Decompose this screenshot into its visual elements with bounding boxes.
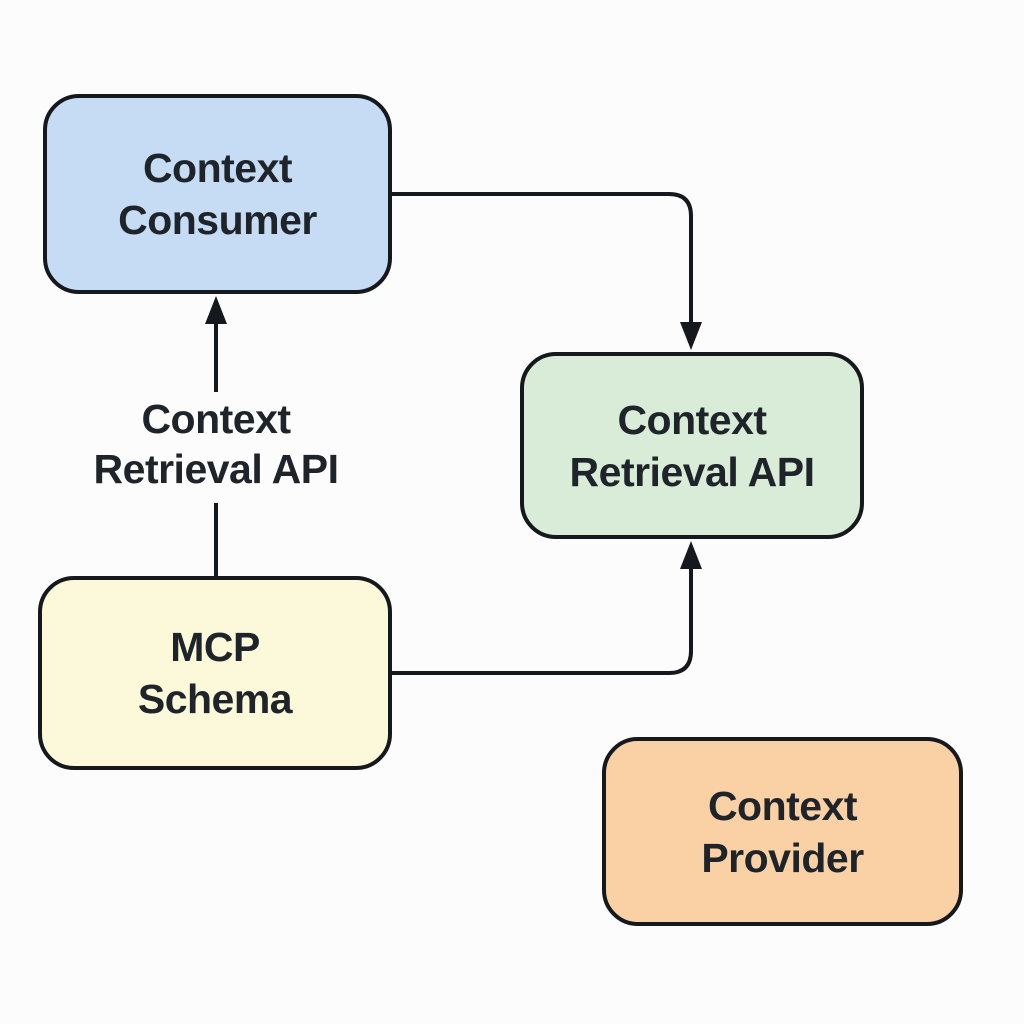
node-label-line: Provider [701,834,864,881]
arrow-consumer-to-retrieval-api [392,192,702,350]
node-label-line: Consumer [118,197,317,243]
node-context-consumer: Context Consumer [43,94,392,294]
arrow-mcp-schema-to-retrieval-api [392,541,702,675]
edge-label-context-retrieval-api: Context Retrieval API [41,394,391,494]
node-context-retrieval-api: Context Retrieval API [520,352,864,539]
arrowhead-up-icon [205,296,227,324]
node-label-line: Context [617,396,767,443]
node-context-provider: Context Provider [602,737,963,926]
arrowhead-up-icon [680,541,702,569]
node-label-line: Schema [137,676,293,722]
node-label-line: Retrieval API [569,448,815,495]
arrowhead-down-icon [680,322,702,350]
edge-label-line: Context [141,396,291,442]
node-label-line: MCP [170,624,260,670]
arrow-mcp-schema-to-consumer [205,296,227,576]
node-label-line: Context [142,145,293,191]
node-label-line: Context [707,782,858,829]
node-mcp-schema: MCP Schema [38,576,392,770]
edge-label-line: Retrieval API [93,446,339,492]
